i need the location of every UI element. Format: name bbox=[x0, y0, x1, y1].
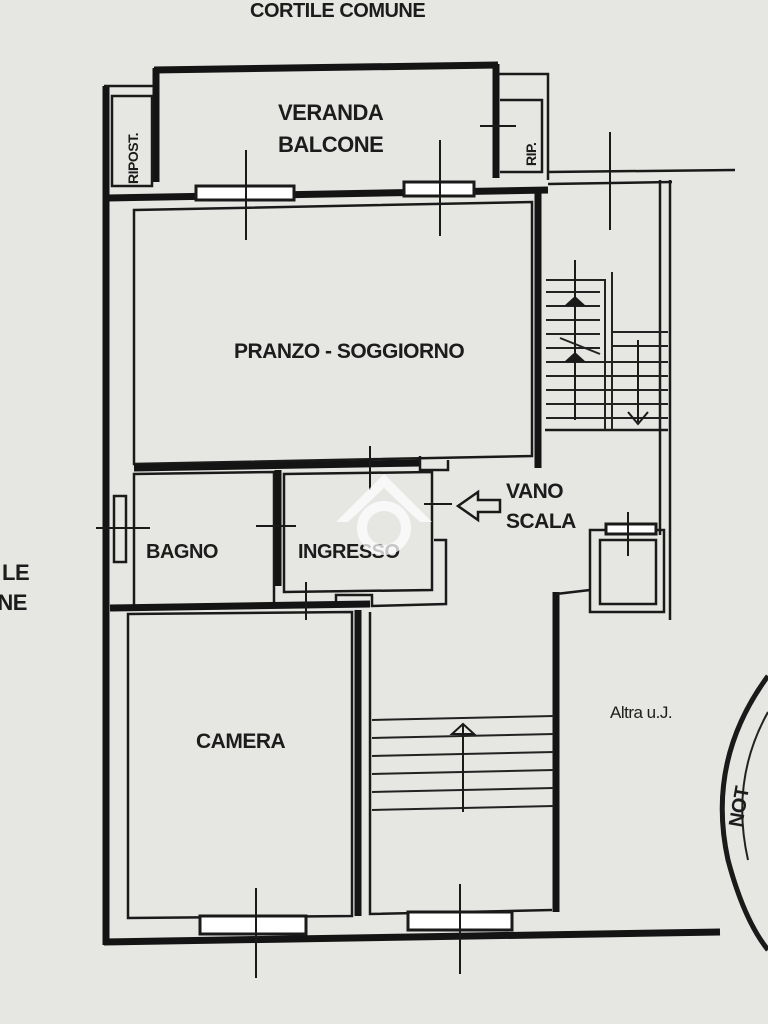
rip-label: RIP. bbox=[523, 143, 539, 166]
vano-label: VANO bbox=[506, 480, 563, 503]
veranda-label: VERANDA bbox=[278, 100, 384, 125]
notary-stamp-icon: NOT bbox=[719, 674, 768, 952]
windows bbox=[194, 180, 658, 936]
altra-uj-label: Altra u.J. bbox=[610, 703, 672, 722]
upper-staircase bbox=[546, 260, 668, 430]
courtyard-left-label-line1: LE bbox=[2, 560, 29, 585]
ripost-label: RIPOST. bbox=[125, 133, 141, 184]
interior-walls bbox=[109, 200, 668, 920]
lower-staircase bbox=[371, 715, 555, 812]
camera-label: CAMERA bbox=[196, 730, 285, 753]
scala-label: SCALA bbox=[506, 510, 576, 533]
bagno-label: BAGNO bbox=[146, 541, 218, 563]
stamp-text: NOT bbox=[725, 785, 754, 829]
entry-arrow-icon bbox=[455, 489, 502, 523]
pranzo-soggiorno-label: PRANZO - SOGGIORNO bbox=[234, 340, 464, 363]
courtyard-top-label: CORTILE COMUNE bbox=[250, 0, 425, 22]
section-marks bbox=[96, 125, 629, 978]
watermark-house-icon bbox=[336, 474, 432, 555]
courtyard-left-label-line2: UNE bbox=[0, 590, 27, 615]
balcone-label: BALCONE bbox=[278, 132, 383, 157]
